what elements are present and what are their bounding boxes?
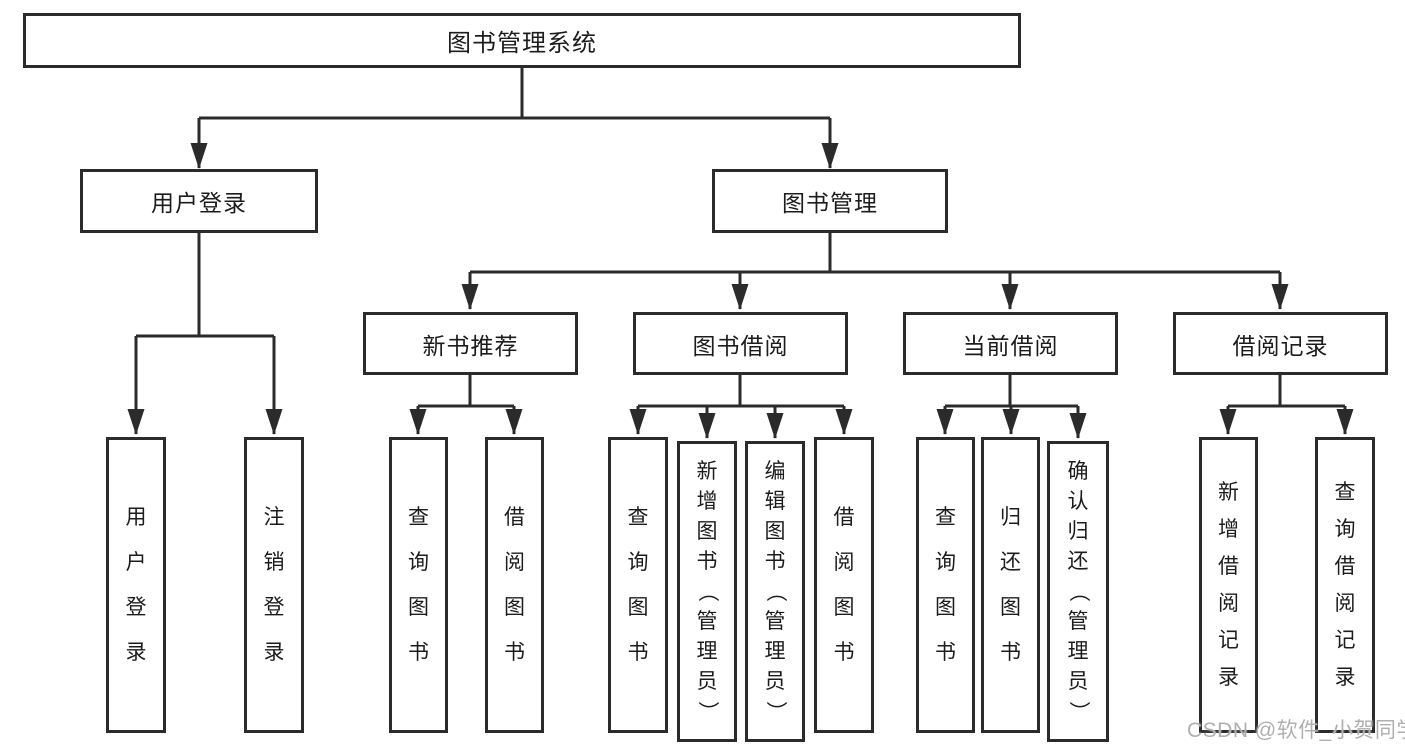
node-label: 新书推荐 [422, 332, 519, 359]
node-book-management: 图书管理 [712, 169, 948, 233]
node-label: 查询图书 [408, 506, 429, 664]
node-label: 归还图书 [1000, 506, 1021, 664]
node-label: 查询图书 [935, 506, 956, 664]
node-book-borrow: 图书借阅 [633, 312, 848, 375]
watermark-text: CSDN @软件_小贺同学 [1187, 719, 1405, 742]
leaf-edit-book-admin: 编辑图书（管理员） [745, 441, 805, 742]
node-new-book-recommend: 新书推荐 [363, 312, 578, 375]
node-label: 借阅记录 [1232, 332, 1329, 359]
leaf-query-borrow-record: 查询借阅记录 [1315, 437, 1375, 733]
leaf-logout: 注销登录 [244, 437, 304, 733]
leaf-confirm-return-admin: 确认归还（管理员） [1047, 441, 1109, 742]
node-label: 编辑图书（管理员） [763, 460, 787, 722]
leaf-add-book-admin: 新增图书（管理员） [677, 441, 737, 742]
leaf-query-books-borrow: 查询图书 [608, 437, 668, 733]
leaf-query-books-current: 查询图书 [916, 437, 975, 733]
leaf-borrow-books-recommend: 借阅图书 [485, 437, 544, 733]
node-label: 确认归还（管理员） [1066, 460, 1090, 722]
node-label: 查询借阅记录 [1334, 481, 1356, 689]
node-borrow-records: 借阅记录 [1173, 312, 1388, 375]
leaf-user-login: 用户登录 [106, 437, 166, 733]
node-label: 用户登录 [151, 190, 247, 216]
node-label: 新增图书（管理员） [695, 460, 719, 722]
node-label: 借阅图书 [504, 506, 525, 664]
node-label: 图书管理系统 [447, 30, 597, 57]
node-user-login: 用户登录 [80, 169, 318, 233]
node-label: 新增借阅记录 [1218, 481, 1239, 689]
node-label: 图书借阅 [692, 332, 789, 359]
node-label: 借阅图书 [833, 506, 855, 664]
node-label: 图书管理 [782, 190, 878, 216]
node-label: 当前借阅 [962, 332, 1059, 359]
leaf-borrow-books: 借阅图书 [814, 437, 874, 733]
node-label: 用户登录 [125, 506, 147, 664]
leaf-add-borrow-record: 新增借阅记录 [1199, 437, 1258, 733]
node-book-management-system: 图书管理系统 [23, 13, 1021, 68]
node-label: 查询图书 [627, 506, 649, 664]
node-label: 注销登录 [263, 506, 285, 664]
leaf-return-book: 归还图书 [981, 437, 1040, 733]
leaf-query-books-recommend: 查询图书 [389, 437, 448, 733]
node-current-borrow: 当前借阅 [903, 312, 1118, 375]
